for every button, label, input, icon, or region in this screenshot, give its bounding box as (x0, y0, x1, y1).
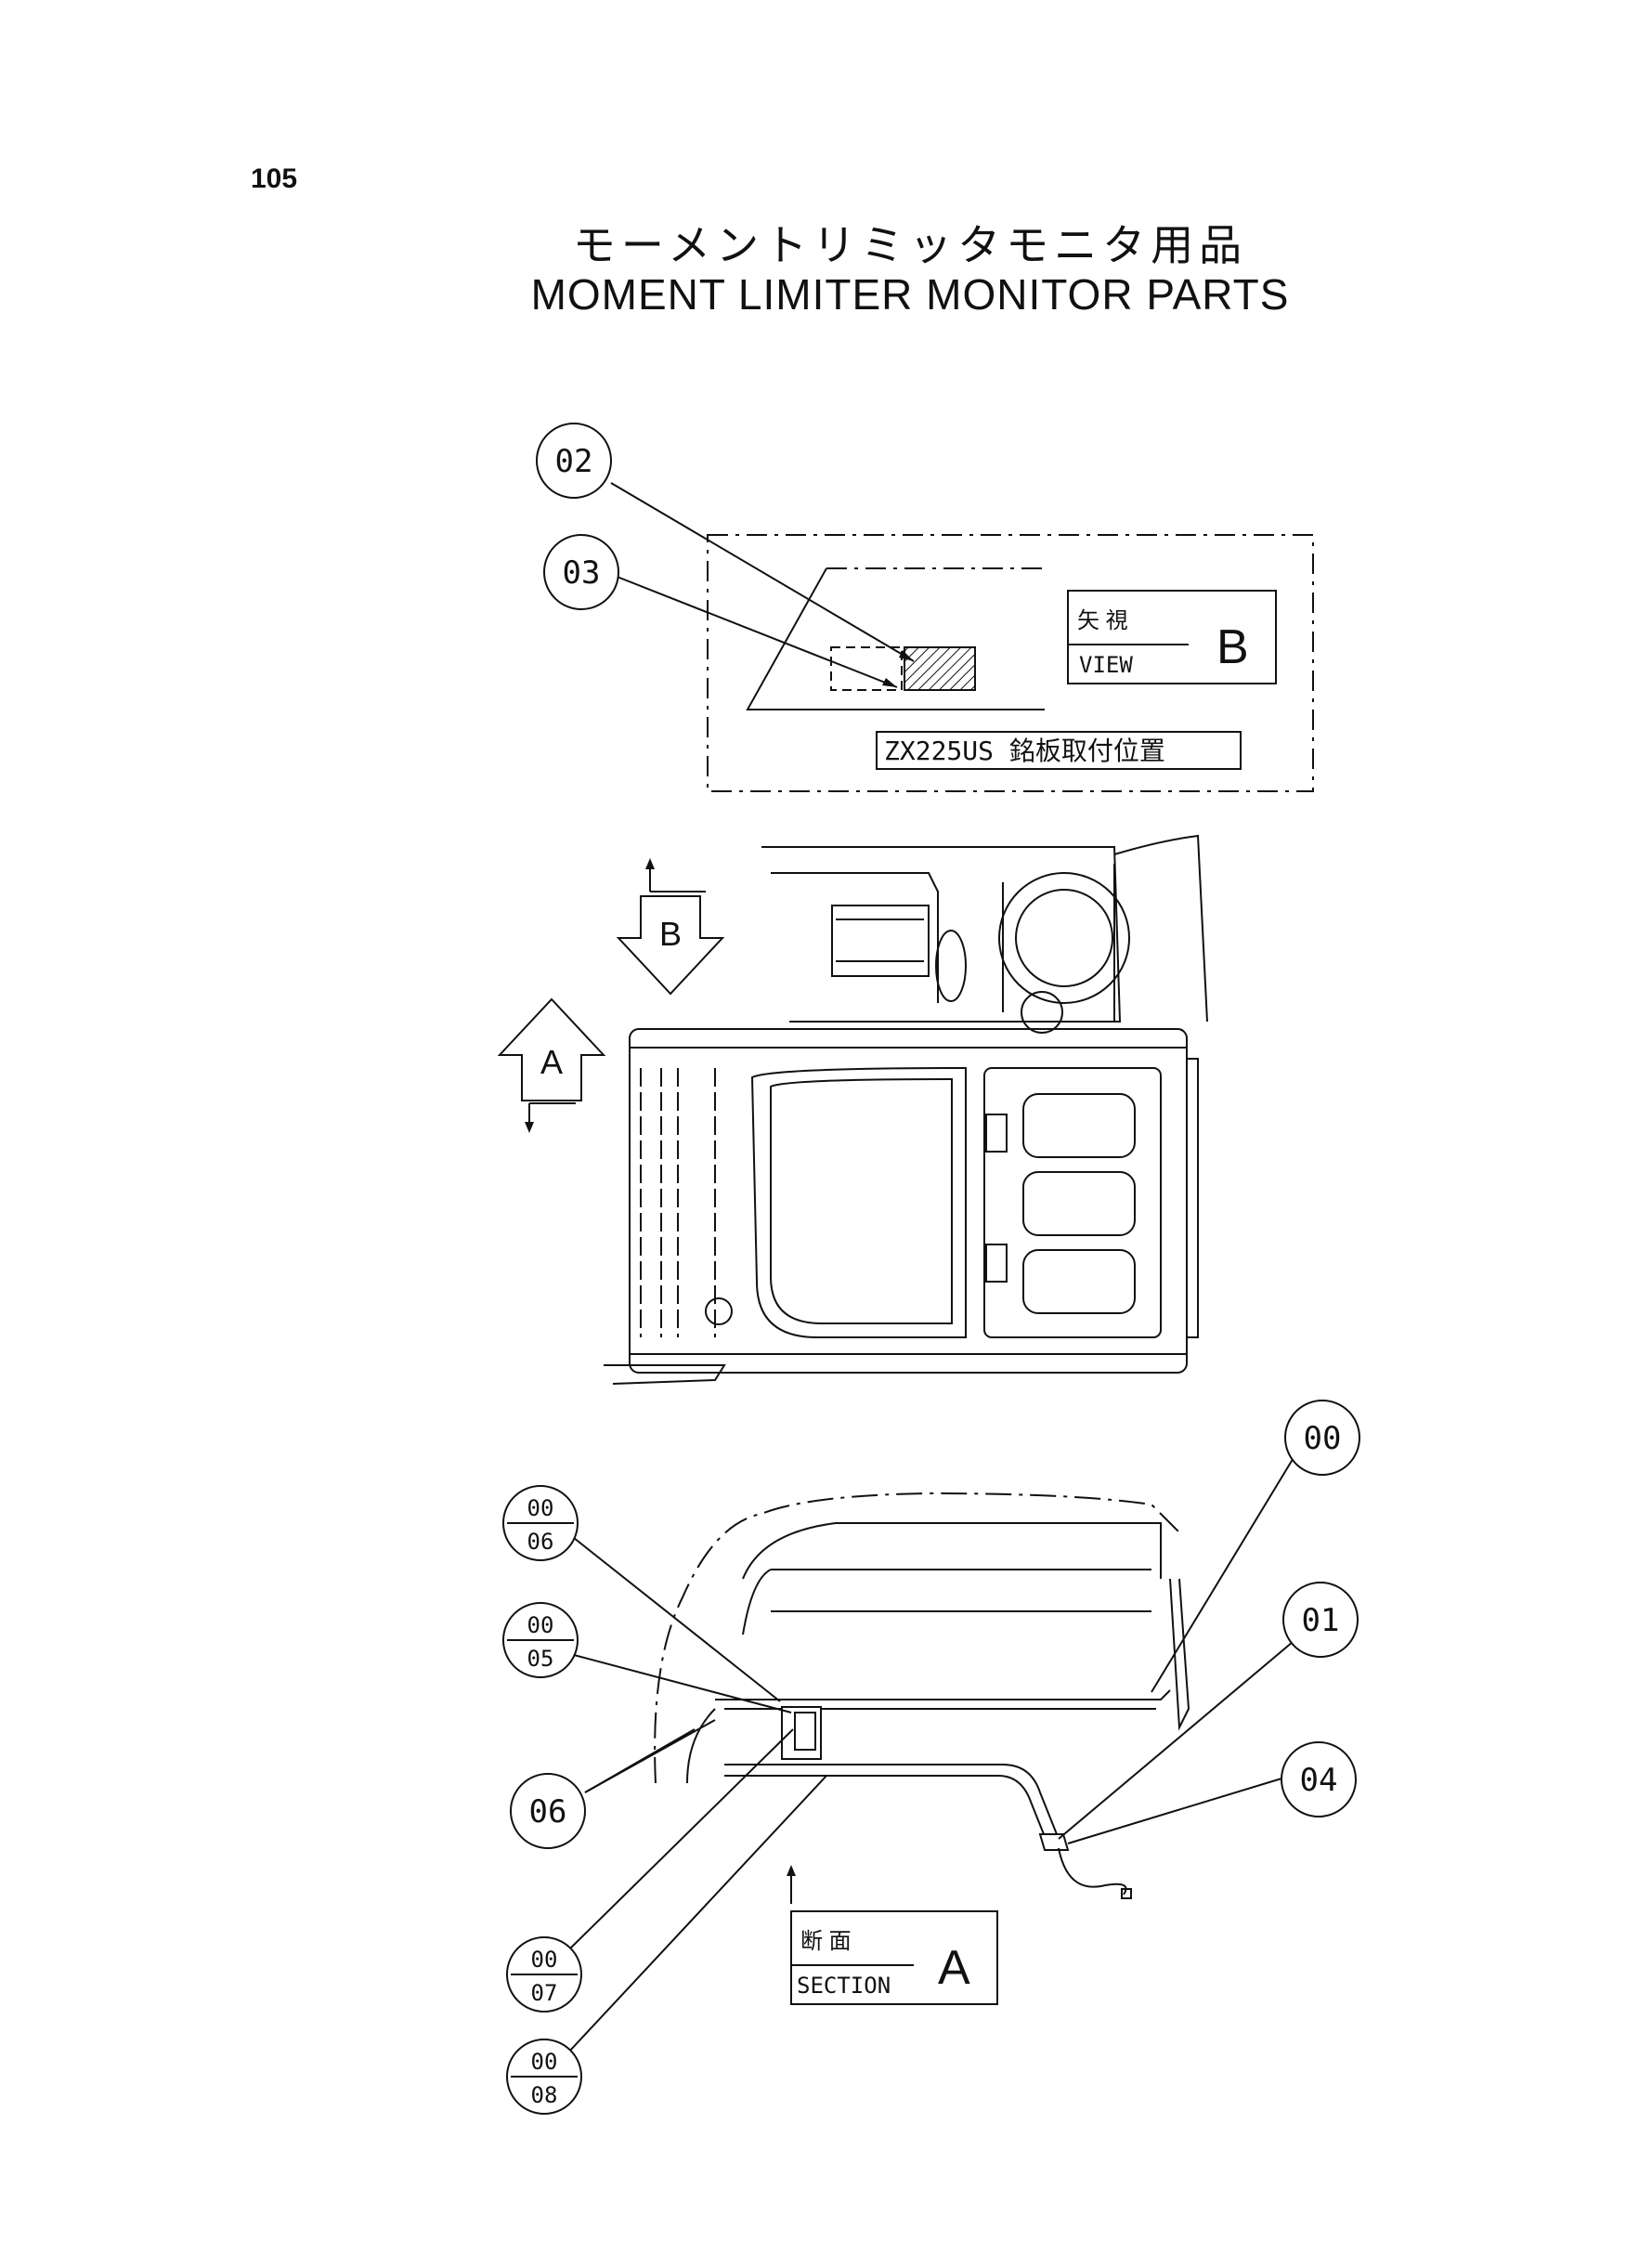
svg-text:00: 00 (1304, 1420, 1342, 1457)
svg-text:06: 06 (527, 1529, 554, 1555)
callout-00-07: 00 07 (506, 1936, 582, 2013)
view-b-detail (610, 482, 1314, 792)
svg-text:08: 08 (531, 2082, 558, 2108)
page-title-japanese: モーメントリミッタモニタ用品 (572, 220, 1248, 270)
svg-text:01: 01 (1302, 1602, 1340, 1639)
page-title-english: MOMENT LIMITER MONITOR PARTS (530, 270, 1290, 319)
svg-text:05: 05 (527, 1646, 554, 1672)
leader-02 (610, 482, 915, 662)
svg-text:00: 00 (527, 1612, 554, 1638)
cab-door (983, 1067, 1162, 1338)
view-b-arrow: B (616, 858, 725, 996)
view-b-label-jp: 矢 視 (1077, 608, 1128, 633)
nameplate-position-label: ZX225US 銘板取付位置 (876, 731, 1242, 770)
cab-outline-b (746, 567, 1045, 710)
svg-text:03: 03 (563, 554, 601, 592)
callout-00-05: 00 05 (502, 1602, 579, 1678)
svg-text:02: 02 (555, 443, 593, 480)
callout-01: 01 (1282, 1582, 1359, 1658)
nameplate-position-03 (830, 646, 903, 691)
leader-03 (614, 575, 898, 688)
view-b-frame (707, 534, 1314, 792)
svg-text:04: 04 (1300, 1762, 1338, 1799)
nameplate-hatched-02 (904, 646, 976, 691)
leader-0005 (573, 1654, 792, 1713)
swing-frame (761, 846, 1122, 1023)
view-b-label-en: VIEW (1079, 652, 1133, 678)
svg-text:00: 00 (527, 1495, 554, 1521)
section-a-view (567, 1455, 1295, 2053)
view-b-label-box: 矢 視 VIEW B (1067, 590, 1277, 684)
view-b-letter: B (1216, 620, 1249, 674)
cab-window (750, 1066, 967, 1338)
leader-04 (1067, 1775, 1292, 1844)
section-a-letter: A (938, 1941, 970, 1995)
section-a-label-jp: 断 面 (800, 1929, 852, 1954)
harness-route (724, 1764, 1060, 1840)
leader-0008 (567, 1775, 827, 2053)
section-a-label-en: SECTION (797, 1973, 891, 1999)
page-number: 105 (251, 163, 298, 194)
leader-0007 (567, 1728, 794, 1951)
svg-text:00: 00 (531, 1947, 558, 1973)
leader-01 (1058, 1641, 1294, 1840)
cab-roof-outline (654, 1492, 1180, 1784)
svg-text:00: 00 (531, 2049, 558, 2075)
svg-text:B: B (659, 915, 682, 953)
callout-00-08: 00 08 (506, 2039, 582, 2115)
svg-text:A: A (540, 1043, 563, 1081)
leader-06b (584, 1728, 696, 1793)
callout-04: 04 (1281, 1741, 1357, 1818)
svg-text:ZX225US 銘板取付位置: ZX225US 銘板取付位置 (884, 736, 1165, 766)
leader-0006 (573, 1537, 781, 1702)
callout-03: 03 (543, 534, 619, 610)
callout-00-06: 00 06 (502, 1485, 579, 1561)
callout-06: 06 (510, 1773, 586, 1849)
svg-text:06: 06 (529, 1793, 567, 1831)
callout-00: 00 (1284, 1400, 1360, 1476)
section-a-arrow: A (497, 997, 606, 1133)
cab-frame-view (604, 834, 1208, 1385)
cab-outline (629, 1028, 1188, 1374)
leader-00 (1151, 1455, 1295, 1693)
callout-02: 02 (536, 423, 612, 499)
svg-text:07: 07 (531, 1980, 558, 2006)
section-a-label-box: 断 面 SECTION A (790, 1910, 998, 2005)
